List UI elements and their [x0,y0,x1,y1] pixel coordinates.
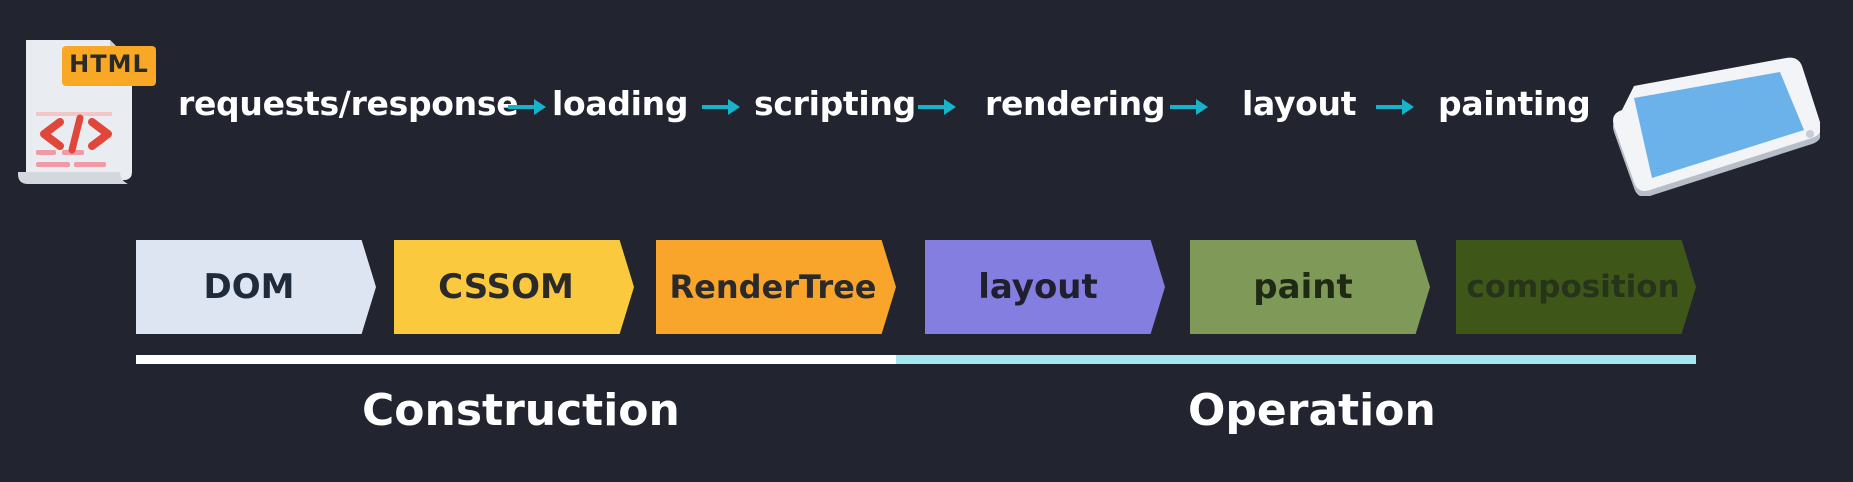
html-document-icon: HTML [8,34,158,184]
stage-cssom: CSSOM [394,240,634,334]
flow-step-loading: loading [552,84,689,123]
html-document-icon-graphic [18,40,156,184]
phase-operation-label: Operation [1188,385,1436,436]
arrow-right-icon [1170,99,1208,115]
stage-layout-label: layout [978,267,1098,307]
stage-composition: composition [1456,240,1696,334]
flow-step-rendering: rendering [985,84,1166,123]
flow-step-layout: layout [1242,84,1357,123]
operation-underline [896,355,1696,364]
flow-step-scripting: scripting [754,84,916,123]
html-badge-label: HTML [69,50,149,78]
stage-paint-label: paint [1253,267,1353,307]
stage-dom: DOM [136,240,376,334]
phase-construction-label: Construction [362,385,680,436]
flow-step-painting: painting [1438,84,1591,123]
arrow-right-icon [702,99,740,115]
tablet-icon [1613,57,1820,196]
stage-rendertree: RenderTree [656,240,896,334]
stage-composition-label: composition [1466,269,1680,305]
construction-underline [136,355,896,364]
stage-cssom-label: CSSOM [438,267,574,307]
stage-dom-label: DOM [203,267,295,307]
arrow-right-icon [918,99,956,115]
stage-rendertree-label: RenderTree [669,268,877,306]
stage-paint: paint [1190,240,1430,334]
arrow-right-icon [508,99,546,115]
stage-layout: layout [925,240,1165,334]
arrow-right-icon [1376,99,1414,115]
flow-step-requests-response: requests/response [178,84,519,123]
